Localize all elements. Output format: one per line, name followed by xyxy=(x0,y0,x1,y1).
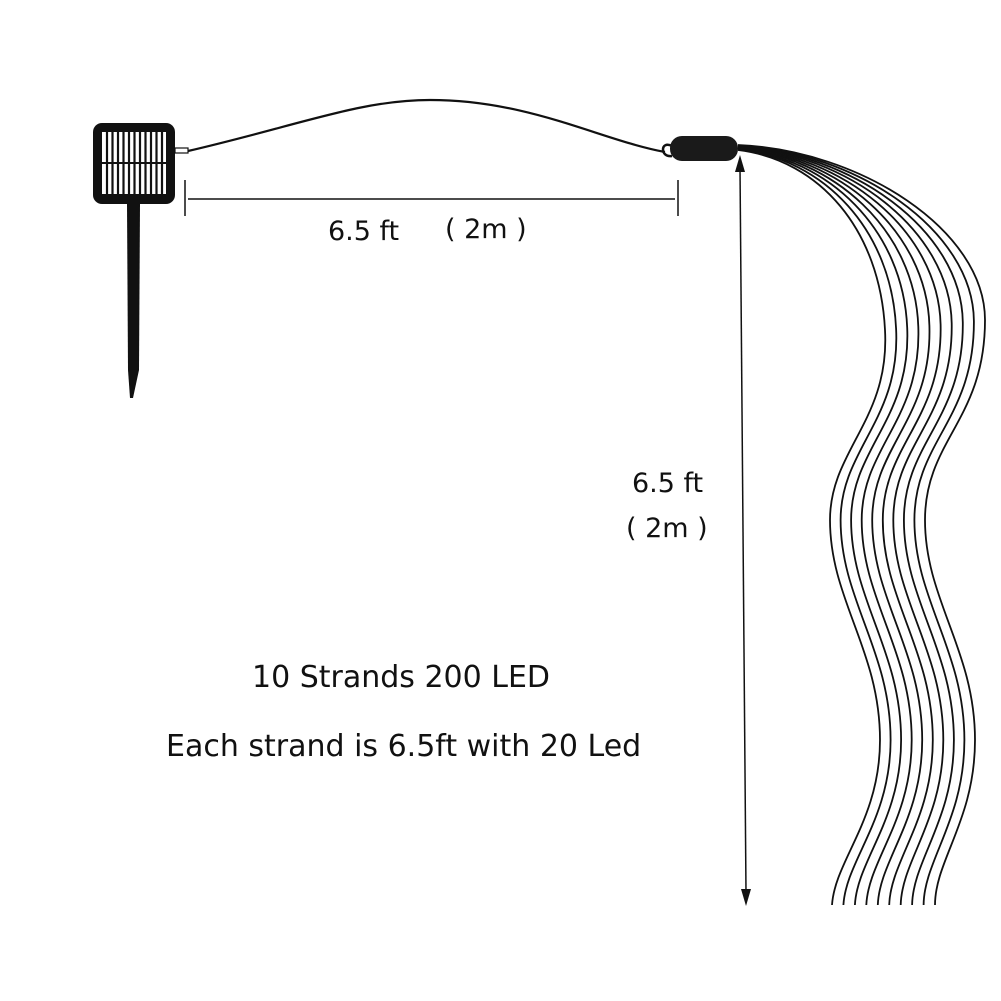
controller-box-icon xyxy=(661,136,738,161)
light-strand xyxy=(737,144,986,906)
lead-cable xyxy=(187,98,666,154)
light-strand xyxy=(737,148,898,906)
strand-length-label: 6.5 ft xyxy=(632,468,704,499)
strand-spec-text: Each strand is 6.5ft with 20 Led xyxy=(166,729,642,764)
light-strands xyxy=(737,144,986,906)
light-strand xyxy=(737,147,920,906)
light-strand xyxy=(737,144,975,906)
solar-panel-icon xyxy=(93,123,189,204)
light-strand xyxy=(737,146,931,906)
strand-length-metric-label: ( 2m ) xyxy=(626,513,708,544)
cable-length-metric-label: ( 2m ) xyxy=(445,214,527,245)
light-strand xyxy=(737,149,887,906)
light-strand xyxy=(737,145,953,906)
light-strand xyxy=(737,146,942,906)
ground-stake-icon xyxy=(127,204,140,398)
light-strand xyxy=(737,148,909,906)
light-strand xyxy=(737,145,964,906)
strand-count-text: 10 Strands 200 LED xyxy=(252,660,551,695)
strand-length-dimension-arrow xyxy=(735,155,751,906)
cable-length-label: 6.5 ft xyxy=(328,216,400,247)
cable-length-dimension-line xyxy=(184,180,679,216)
